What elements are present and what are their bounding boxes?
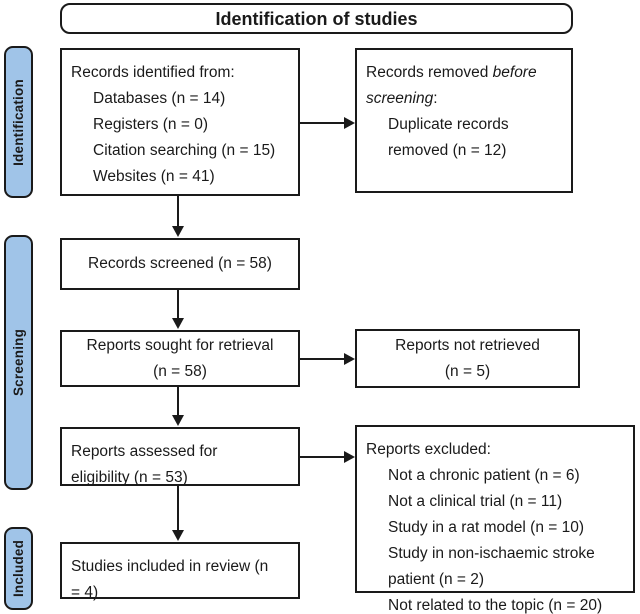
arrow-sought-to-assessed-line bbox=[177, 387, 179, 416]
box-reports-sought: Reports sought for retrieval (n = 58) bbox=[60, 330, 300, 387]
arrow-right-icon bbox=[344, 117, 355, 129]
list-item: Websites (n = 41) bbox=[93, 168, 215, 185]
box-records-screened: Records screened (n = 58) bbox=[60, 238, 300, 290]
arrow-right-icon bbox=[344, 353, 355, 365]
box-records-removed: Records removed before screening: Duplic… bbox=[355, 48, 573, 193]
list-item: Not a clinical trial (n = 11) bbox=[388, 493, 563, 510]
stage-label-text: Screening bbox=[11, 328, 27, 397]
arrow-assessed-to-included-line bbox=[177, 486, 179, 531]
stage-label-screening: Screening bbox=[4, 235, 33, 490]
arrow-down-icon bbox=[172, 530, 184, 541]
box-text: Studies included in review (n = 4) bbox=[71, 558, 269, 601]
list-item: Not a chronic patient (n = 6) bbox=[388, 467, 580, 484]
list-item: Databases (n = 14) bbox=[93, 90, 226, 107]
box-text-line2: (n = 58) bbox=[153, 362, 207, 380]
box-text-line1: Reports not retrieved bbox=[395, 336, 540, 354]
box-text: Records screened (n = 58) bbox=[88, 255, 272, 272]
box-studies-included: Studies included in review (n = 4) bbox=[60, 542, 300, 601]
arrow-sought-to-notretrieved-line bbox=[299, 358, 345, 360]
box-text: Reports assessed for eligibility (n = 53… bbox=[71, 443, 218, 486]
arrow-identified-to-screened-line bbox=[177, 196, 179, 227]
title-box: Identification of studies bbox=[60, 3, 573, 34]
stage-label-text: Included bbox=[11, 539, 27, 598]
arrow-screened-to-sought-line bbox=[177, 290, 179, 319]
box-text-line2: (n = 5) bbox=[444, 362, 491, 380]
stage-label-included: Included bbox=[4, 527, 33, 610]
stage-label-identification: Identification bbox=[4, 46, 33, 198]
box-reports-excluded: Reports excluded: Not a chronic patient … bbox=[355, 425, 635, 614]
box-heading: Reports excluded: bbox=[366, 441, 491, 458]
box-heading: Records removed before screening: bbox=[366, 64, 537, 107]
arrow-down-icon bbox=[172, 226, 184, 237]
list-item: Not related to the topic (n = 20) bbox=[388, 597, 603, 614]
arrow-right-icon bbox=[344, 451, 355, 463]
arrow-identified-to-removed-line bbox=[299, 122, 345, 124]
box-records-identified: Records identified from: Databases (n = … bbox=[60, 48, 300, 196]
box-reports-not-retrieved: Reports not retrieved (n = 5) bbox=[355, 329, 580, 388]
stage-label-text: Identification bbox=[11, 78, 26, 166]
arrow-down-icon bbox=[172, 415, 184, 426]
arrow-down-icon bbox=[172, 318, 184, 329]
box-reports-assessed: Reports assessed for eligibility (n = 53… bbox=[60, 427, 300, 486]
list-item: Study in a rat model (n = 10) bbox=[388, 519, 585, 536]
page-title: Identification of studies bbox=[215, 8, 418, 29]
arrow-assessed-to-excluded-line bbox=[299, 456, 345, 458]
list-item: Study in non-ischaemic stroke patient (n… bbox=[388, 545, 595, 588]
box-text-line1: Reports sought for retrieval bbox=[86, 336, 274, 354]
list-item: Duplicate records removed (n = 12) bbox=[388, 116, 509, 159]
list-item: Citation searching (n = 15) bbox=[93, 142, 276, 159]
list-item: Registers (n = 0) bbox=[93, 116, 209, 133]
box-heading: Records identified from: bbox=[71, 64, 235, 81]
